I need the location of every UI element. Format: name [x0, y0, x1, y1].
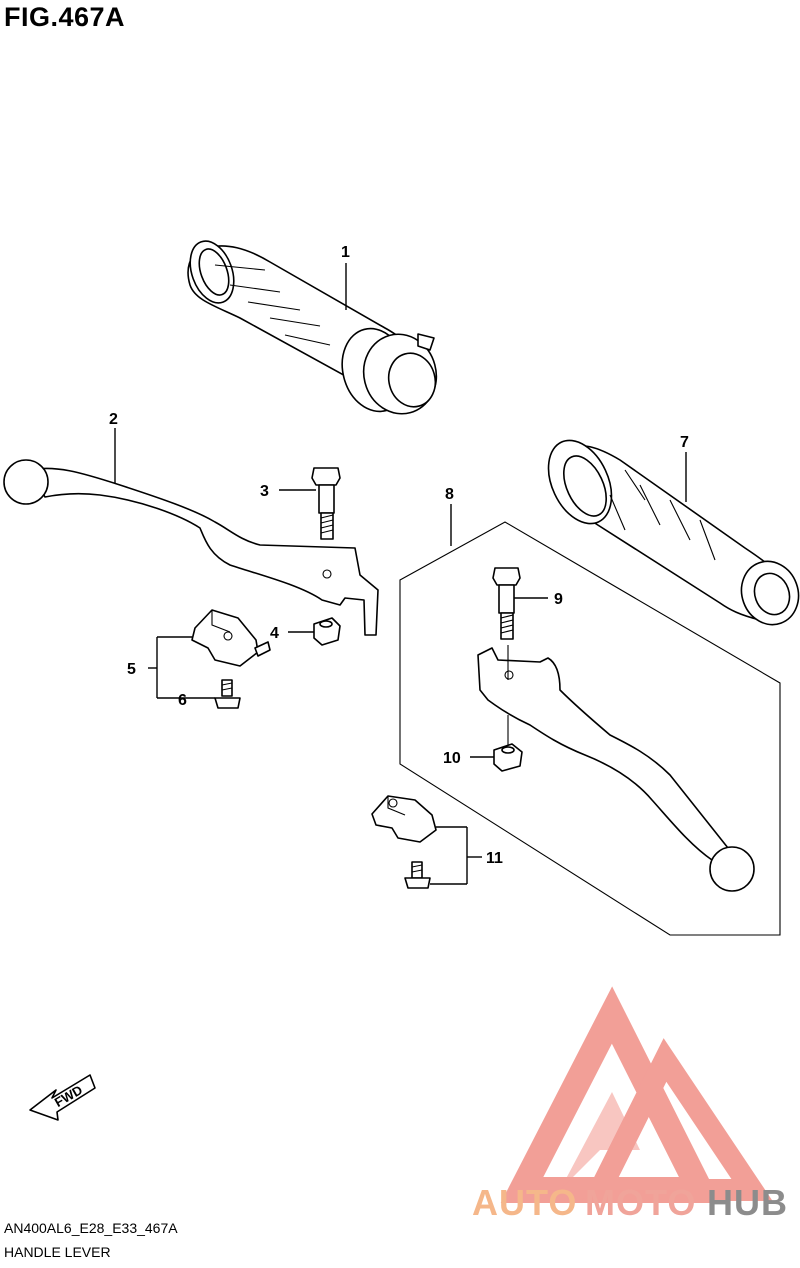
- automotohub-logo: [500, 986, 773, 1203]
- logo-triangle-inner: [582, 1038, 773, 1201]
- watermark-hub: HUB: [707, 1182, 788, 1223]
- watermark-auto: AUTO: [472, 1182, 577, 1223]
- watermark-moto: MOTO: [585, 1182, 696, 1223]
- section-name: HANDLE LEVER: [4, 1244, 111, 1260]
- callout-8: 8: [445, 486, 454, 503]
- lever-left: [3, 459, 379, 636]
- switch-left-brake: [191, 609, 271, 667]
- assembly-box-8: [399, 521, 781, 936]
- bolt-right-pivot: [492, 567, 521, 640]
- callout-2: 2: [109, 411, 118, 428]
- bolt-lever-pivot: [311, 467, 341, 540]
- automotohub-wordmark: AUTO MOTO HUB: [472, 1182, 788, 1223]
- callout-9: 9: [554, 591, 563, 608]
- callout-6: 6: [178, 692, 187, 709]
- figure-title: FIG.467A: [4, 2, 126, 32]
- callout-1: 1: [341, 244, 350, 261]
- screw-left-switch: [214, 679, 241, 709]
- model-code: AN400AL6_E28_E33_467A: [4, 1220, 178, 1236]
- callout-4: 4: [270, 625, 279, 642]
- lever-right: [477, 647, 755, 892]
- callout-10: 10: [443, 750, 461, 767]
- switch-right-brake: [371, 795, 437, 843]
- grip-throttle: [187, 240, 438, 415]
- nut-lever-pivot: [313, 617, 341, 646]
- callout-5: 5: [127, 661, 136, 678]
- callout-11: 11: [486, 850, 503, 867]
- fwd-arrow-icon: FWD: [29, 1074, 96, 1121]
- callout-7: 7: [680, 434, 689, 451]
- screw-right-switch: [404, 861, 431, 889]
- callout-3: 3: [260, 483, 269, 500]
- nut-right-pivot: [493, 743, 523, 772]
- grip-left: [547, 439, 800, 626]
